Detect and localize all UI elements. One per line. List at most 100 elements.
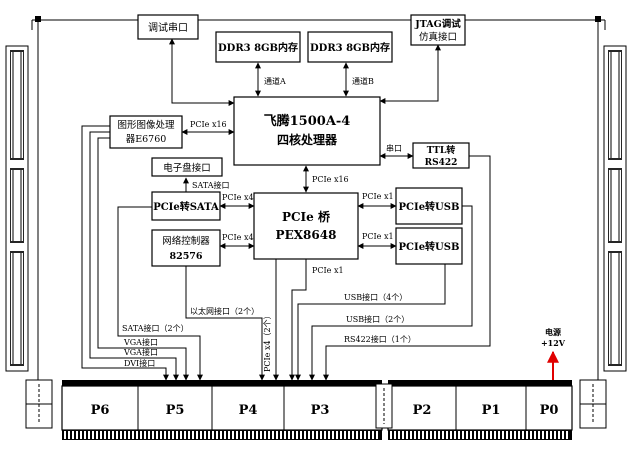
connector-pin <box>510 431 512 439</box>
block-net-controller: 网络控制器 82576 <box>151 229 221 267</box>
connector-pin <box>478 431 480 439</box>
connector-pin <box>316 431 318 439</box>
connector-pin <box>376 431 378 439</box>
route-rs422 <box>323 155 491 381</box>
connector-pin <box>64 431 66 439</box>
connector-pin <box>438 431 440 439</box>
route-dvi <box>81 125 140 369</box>
connector-pin <box>466 431 468 439</box>
route-sata <box>117 206 203 381</box>
connector-pin <box>446 431 448 439</box>
connector-pins-left <box>64 431 378 439</box>
connector-p4: P4 <box>239 403 258 418</box>
ddr3-a-label: DDR3 8GB内存 <box>218 41 298 54</box>
block-edisk: 电子盘接口 <box>151 157 223 177</box>
connector-pin <box>232 431 234 439</box>
connector-pin <box>498 431 500 439</box>
connector-pin <box>394 431 396 439</box>
middle-key <box>375 383 393 429</box>
ttl-label-1: TTL转 <box>427 144 455 156</box>
connector-pin <box>308 431 310 439</box>
connector-pin <box>72 431 74 439</box>
connector-pin <box>288 431 290 439</box>
connector-pin <box>410 431 412 439</box>
usb-bridge-1-label: PCIe转USB <box>399 200 460 213</box>
connector-pin <box>108 431 110 439</box>
block-usb-bridge-2: PCIe转USB <box>395 227 463 265</box>
route-vga-1 <box>89 131 179 381</box>
connector-pin <box>68 431 70 439</box>
sata-pcie-label: PCIe x4 <box>222 193 254 202</box>
gpu-pcie-label: PCIe x16 <box>190 120 227 129</box>
connector-pin <box>76 431 78 439</box>
connector-pin <box>260 431 262 439</box>
left-ejector <box>25 379 53 429</box>
connector-pin <box>426 431 428 439</box>
connector-pin <box>148 431 150 439</box>
connector-pin <box>324 431 326 439</box>
connector-pin <box>458 431 460 439</box>
rs422-out-label: RS422接口（1个） <box>344 334 416 344</box>
route-vga-2 <box>97 137 189 381</box>
connector-pin <box>482 431 484 439</box>
connector-pin <box>518 431 520 439</box>
connector-pin <box>474 431 476 439</box>
connector-pin <box>292 431 294 439</box>
ttl-label-2: RS422 <box>425 158 458 168</box>
usb2-pcie-label: PCIe x1 <box>362 232 394 241</box>
connector-p3: P3 <box>311 403 330 418</box>
connector-pin <box>296 431 298 439</box>
block-ttl-rs422: TTL转 RS422 <box>412 142 470 169</box>
connector-pin <box>542 431 544 439</box>
connector-pin <box>538 431 540 439</box>
connector-pin <box>88 431 90 439</box>
connector-pin <box>164 431 166 439</box>
connector-pin <box>402 431 404 439</box>
block-cpu: 飞腾1500A-4 四核处理器 <box>233 96 381 166</box>
connector-pin <box>554 431 556 439</box>
connector-pin <box>104 431 106 439</box>
connector-pin <box>522 431 524 439</box>
connector-pin <box>208 431 210 439</box>
sata-bridge-label: PCIe转SATA <box>153 200 219 213</box>
connector-pin <box>490 431 492 439</box>
board-outline <box>31 19 606 380</box>
connector-pin <box>430 431 432 439</box>
connector-pin <box>244 431 246 439</box>
connector-pin <box>506 431 508 439</box>
cpu-label-2: 四核处理器 <box>277 132 338 147</box>
sata-out-label: SATA接口（2个） <box>122 323 189 333</box>
connector-pin <box>300 431 302 439</box>
ddr3-b-label: DDR3 8GB内存 <box>310 41 390 54</box>
serial-label: 串口 <box>386 144 402 153</box>
connector-pin <box>406 431 408 439</box>
power-label-1: 电源 <box>545 327 561 337</box>
block-pcie-bridge: PCIe 桥 PEX8648 <box>253 192 359 260</box>
connector-pin <box>454 431 456 439</box>
jtag-label-1: JTAG调试 <box>414 18 461 30</box>
connector-pin <box>96 431 98 439</box>
right-ejector <box>579 379 607 429</box>
connector-pin <box>252 431 254 439</box>
pcie-bridge-label-1: PCIe 桥 <box>282 209 331 224</box>
connector-pin <box>272 431 274 439</box>
jtag-label-2: 仿真接口 <box>419 31 457 43</box>
left-rail <box>5 45 29 372</box>
block-jtag: JTAG调试 仿真接口 <box>410 14 466 46</box>
connector-pin <box>240 431 242 439</box>
connector-pin <box>418 431 420 439</box>
connector-pin <box>80 431 82 439</box>
link-jtag <box>379 44 441 104</box>
connector-p6: P6 <box>91 403 110 418</box>
connector-pin <box>172 431 174 439</box>
connector-pin <box>414 431 416 439</box>
connector-pin <box>422 431 424 439</box>
connector-pin <box>236 431 238 439</box>
connector-pin <box>390 431 392 439</box>
connector-p5: P5 <box>166 403 185 418</box>
connector-pin <box>224 431 226 439</box>
connector-dividers <box>137 386 527 430</box>
net-label-1: 网络控制器 <box>162 235 210 247</box>
net-pcie-label: PCIe x4 <box>222 233 254 242</box>
